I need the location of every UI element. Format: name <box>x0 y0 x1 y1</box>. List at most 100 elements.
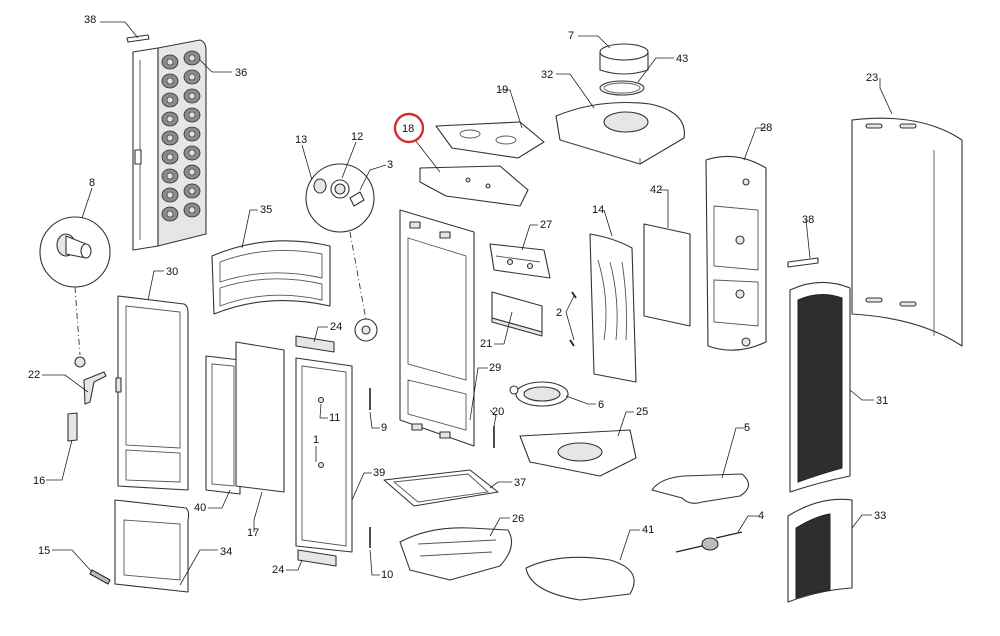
label-24-top: 24 <box>330 321 342 333</box>
rosette-center <box>188 111 196 119</box>
part-26-ash-pan <box>399 527 513 581</box>
label-38-top: 38 <box>84 14 96 26</box>
part-24-hinge-top <box>295 335 335 353</box>
part-7-flue-collar <box>599 43 649 75</box>
label-35: 35 <box>260 204 272 216</box>
part-40-glass-frame <box>205 355 241 495</box>
label-6: 6 <box>598 399 604 411</box>
label-13: 13 <box>295 134 307 146</box>
part-30-door-frame <box>115 295 189 491</box>
part-4-spring <box>675 531 743 553</box>
label-14: 14 <box>592 204 604 216</box>
label-28: 28 <box>760 122 772 134</box>
part-13-12-3-detail-circle <box>305 163 378 342</box>
label-39: 39 <box>373 467 385 479</box>
label-40: 40 <box>194 502 206 514</box>
part-17-glass-pane <box>235 341 285 493</box>
part-labels: 38 36 8 30 22 16 15 34 35 40 17 13 12 3 … <box>28 14 888 581</box>
rosette-center <box>166 134 174 142</box>
label-26: 26 <box>512 513 524 525</box>
part-35-curved-baffle <box>211 240 331 315</box>
rosette-center <box>188 73 196 81</box>
label-41: 41 <box>642 524 654 536</box>
part-31-louvered-panel <box>789 281 851 493</box>
label-16: 16 <box>33 475 45 487</box>
part-36-decorative-panel <box>132 39 207 251</box>
label-5: 5 <box>744 422 750 434</box>
label-36: 36 <box>235 67 247 79</box>
part-19-top-plate <box>435 121 545 159</box>
label-7: 7 <box>568 30 574 42</box>
label-11: 11 <box>329 412 340 424</box>
part-6-grate <box>509 381 569 407</box>
part-15-rod <box>89 569 111 585</box>
part-22-latch <box>83 371 107 405</box>
label-8: 8 <box>89 177 95 189</box>
rosette-center <box>188 130 196 138</box>
part-37-tray <box>383 469 499 507</box>
label-3: 3 <box>387 159 393 171</box>
part-16-plate <box>67 412 78 442</box>
label-33: 33 <box>874 510 886 522</box>
rosette-center <box>188 187 196 195</box>
label-30: 30 <box>166 266 178 278</box>
part-14-deflector <box>589 233 637 383</box>
part-23-side-shell <box>851 117 963 347</box>
label-2: 2 <box>556 307 562 319</box>
leader-lines <box>42 21 893 586</box>
label-19: 19 <box>496 84 508 96</box>
part-41-rope-gasket <box>525 556 635 601</box>
rosette-center <box>188 168 196 176</box>
part-18-baffle-plate <box>419 165 529 207</box>
label-21: 21 <box>480 338 492 350</box>
part-42-glass <box>643 223 691 327</box>
rosette-center <box>188 149 196 157</box>
label-18: 18 <box>402 123 414 135</box>
part-28-rear-panel <box>705 155 767 351</box>
rosette-center <box>188 92 196 100</box>
part-24-hinge-bottom <box>297 549 337 567</box>
rosette-center <box>166 96 174 104</box>
label-22: 22 <box>28 369 40 381</box>
label-12: 12 <box>351 131 363 143</box>
rosette-center <box>188 206 196 214</box>
label-27: 27 <box>540 219 552 231</box>
rosette-center <box>166 115 174 123</box>
rosette-center <box>166 58 174 66</box>
label-34: 34 <box>220 546 232 558</box>
label-9: 9 <box>381 422 387 434</box>
part-43-gasket-ring <box>599 80 645 96</box>
part-32-top-cover <box>555 102 685 165</box>
label-31: 31 <box>876 395 888 407</box>
rosette-center <box>166 172 174 180</box>
label-24-bottom: 24 <box>272 564 284 576</box>
part-5-plate <box>651 473 750 504</box>
label-20: 20 <box>492 406 504 418</box>
label-17: 17 <box>247 527 259 539</box>
label-38-right: 38 <box>802 214 814 226</box>
label-10: 10 <box>381 569 393 581</box>
label-32: 32 <box>541 69 553 81</box>
part-2-bolts <box>569 291 577 347</box>
label-4: 4 <box>758 510 764 522</box>
part-27-bracket <box>489 243 551 279</box>
rosette-center <box>166 77 174 85</box>
rosette-center <box>166 191 174 199</box>
part-33-lower-panel <box>787 498 853 603</box>
label-1: 1 <box>313 434 319 446</box>
label-43: 43 <box>676 53 688 65</box>
label-42: 42 <box>650 184 662 196</box>
part-8-detail-circle <box>39 216 111 368</box>
label-23: 23 <box>866 72 878 84</box>
part-36-rosette-pattern <box>161 50 201 222</box>
label-29: 29 <box>489 362 501 374</box>
part-25-grate-support <box>519 429 637 477</box>
rosette-center <box>166 153 174 161</box>
label-25: 25 <box>636 406 648 418</box>
part-38-side-bar <box>787 257 819 268</box>
rosette-center <box>188 54 196 62</box>
rosette-center <box>166 210 174 218</box>
label-15: 15 <box>38 545 50 557</box>
